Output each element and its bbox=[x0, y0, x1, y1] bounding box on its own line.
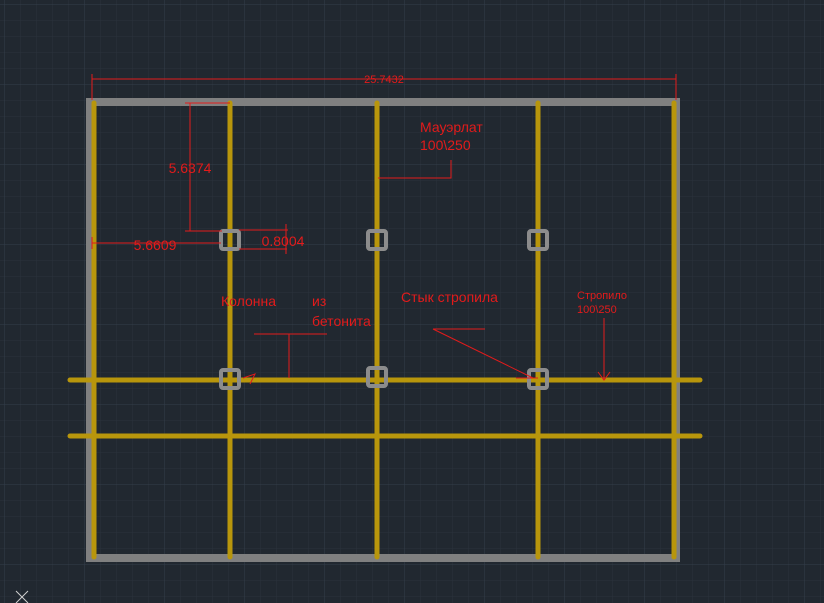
column-r1-c3 bbox=[527, 229, 549, 251]
dim-vertical-text: 5.6374 bbox=[169, 160, 212, 176]
label-rafter-joint: Стык стропила bbox=[401, 289, 498, 305]
label-rafter-1: Стропило bbox=[577, 290, 627, 302]
column-r1-c1 bbox=[219, 229, 241, 251]
column-r2-c3 bbox=[527, 368, 549, 390]
column-r2-c2 bbox=[366, 366, 388, 388]
ucs-cross-icon bbox=[15, 590, 29, 603]
leader-mauerlat bbox=[378, 160, 452, 179]
label-column-1: Колонна bbox=[221, 293, 276, 309]
dim-horizontal-text: 5.6609 bbox=[134, 237, 177, 253]
leader-rafter-arrow bbox=[597, 371, 611, 381]
leader-joint-diag bbox=[432, 328, 534, 379]
column-r1-c2 bbox=[366, 229, 388, 251]
vertical-beams bbox=[91, 100, 677, 560]
label-mauerlat-2: 100\250 bbox=[420, 137, 471, 153]
dim-overall-text: 25.7432 bbox=[364, 74, 404, 86]
label-rafter-2: 100\250 bbox=[577, 304, 617, 316]
dimensions bbox=[91, 74, 677, 254]
label-column-2a: из bbox=[312, 293, 326, 309]
label-mauerlat-1: Мауэрлат bbox=[420, 119, 483, 135]
label-column-2b: бетонита bbox=[312, 313, 371, 329]
leaders bbox=[242, 160, 611, 385]
dim-column-text: 0.8004 bbox=[262, 233, 305, 249]
column-r2-c1 bbox=[219, 368, 241, 390]
leader-column-arrow bbox=[242, 373, 256, 385]
columns bbox=[219, 229, 549, 390]
